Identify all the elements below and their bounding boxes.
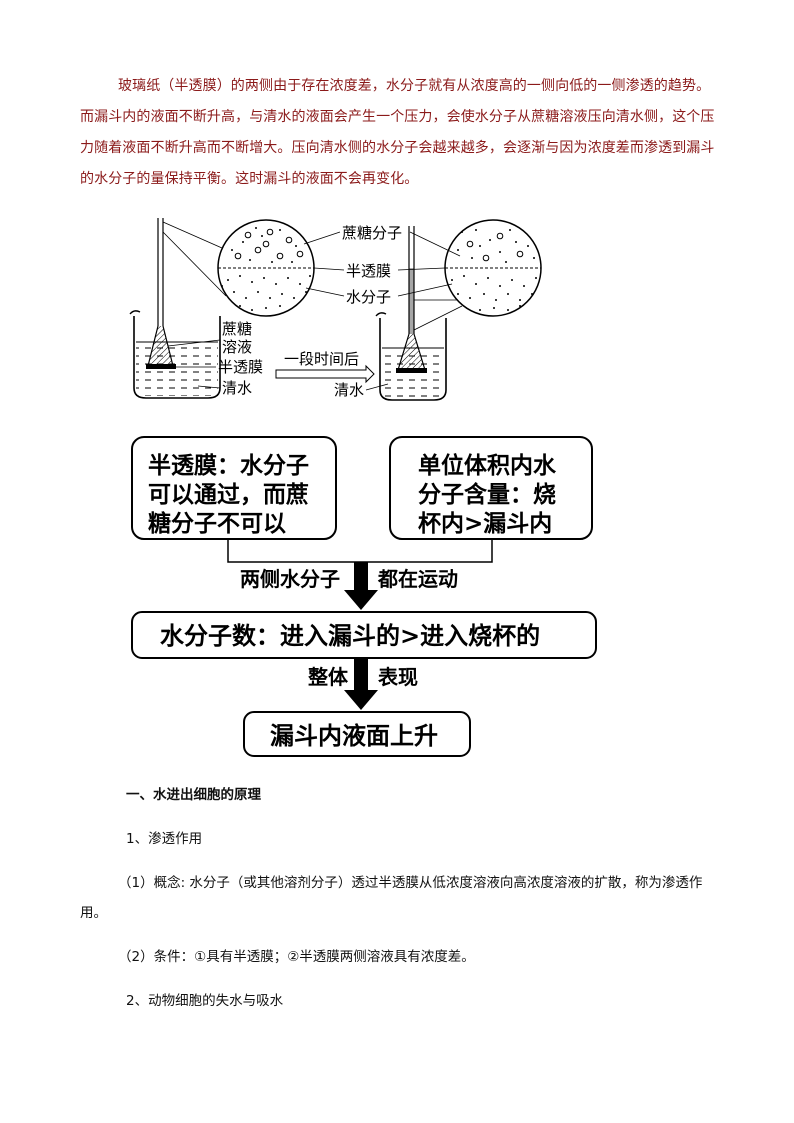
- label-water-molecule: 水分子: [346, 288, 391, 306]
- item2-title: 2、动物细胞的失水与吸水: [126, 993, 284, 1009]
- box-right-line2: 分子含量：烧: [418, 481, 556, 508]
- item1-concept: （1）概念: 水分子（或其他溶剂分子）透过半透膜从低浓度溶液向高浓度溶液的扩散，…: [80, 875, 703, 921]
- box-left-line2: 可以通过，而蔗: [148, 482, 309, 508]
- left-magnified-circle: [162, 219, 315, 317]
- label-sucrose-molecule: 蔗糖分子: [342, 224, 402, 242]
- section-body: 一、水进出细胞的原理 1、渗透作用 （1）概念: 水分子（或其他溶剂分子）透过半…: [80, 780, 720, 1016]
- box-left-line3: 糖分子不可以: [148, 510, 286, 537]
- arrow2-left-label: 整体: [307, 665, 349, 689]
- box-right-line1: 单位体积内水: [418, 452, 557, 479]
- arrow1-right-label: 都在运动: [377, 567, 458, 591]
- box-right-line3: 杯内>漏斗内: [418, 511, 552, 537]
- label-sucrose-solution-2: 溶液: [222, 338, 252, 356]
- diagram-labels: 蔗糖分子 半透膜 水分子 蔗糖 溶液 半透膜 清水 一段时间后 清水: [167, 224, 461, 399]
- right-beaker: [375, 226, 447, 401]
- item1-condition: （2）条件：①具有半透膜；②半透膜两侧溶液具有浓度差。: [118, 949, 475, 965]
- label-membrane-center: 半透膜: [346, 262, 391, 280]
- label-water-left: 清水: [222, 379, 252, 397]
- box-middle-text: 水分子数：进入漏斗的>进入烧杯的: [160, 622, 540, 650]
- item1-title: 1、渗透作用: [126, 831, 203, 847]
- label-membrane-left: 半透膜: [218, 358, 263, 376]
- right-magnified-circle: [413, 219, 542, 331]
- label-after-time: 一段时间后: [284, 350, 359, 368]
- label-water-right: 清水: [334, 381, 364, 399]
- section-heading: 一、水进出细胞的原理: [126, 787, 261, 803]
- intro-text: 玻璃纸（半透膜）的两侧由于存在浓度差，水分子就有从浓度高的一侧向低的一侧渗透的趋…: [80, 78, 715, 187]
- box-bottom-text: 漏斗内液面上升: [270, 722, 438, 750]
- box-left-line1: 半透膜：水分子: [148, 453, 309, 479]
- label-sucrose-solution-1: 蔗糖: [222, 320, 252, 338]
- left-beaker: [129, 218, 221, 399]
- arrow1-left-label: 两侧水分子: [240, 567, 340, 591]
- intro-paragraph: 玻璃纸（半透膜）的两侧由于存在浓度差，水分子就有从浓度高的一侧向低的一侧渗透的趋…: [80, 71, 720, 195]
- flow-chart: 半透膜：水分子 可以通过，而蔗 糖分子不可以 单位体积内水 分子含量：烧 杯内>…: [131, 436, 597, 757]
- arrow2-right-label: 表现: [378, 665, 418, 689]
